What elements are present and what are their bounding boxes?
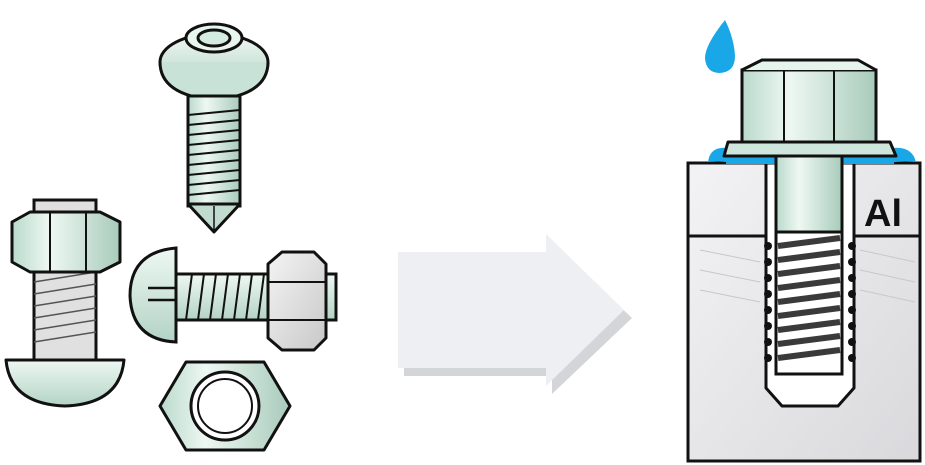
process-arrow-icon bbox=[398, 234, 632, 394]
thread-forming-screw-icon bbox=[158, 22, 270, 234]
water-drop-icon bbox=[705, 20, 735, 73]
round-head-bolt-icon bbox=[128, 246, 338, 352]
flange-bolt-icon bbox=[722, 58, 898, 376]
material-label: Al bbox=[864, 193, 902, 235]
hex-nut-icon bbox=[158, 360, 292, 452]
hex-bolt-icon bbox=[4, 198, 126, 408]
